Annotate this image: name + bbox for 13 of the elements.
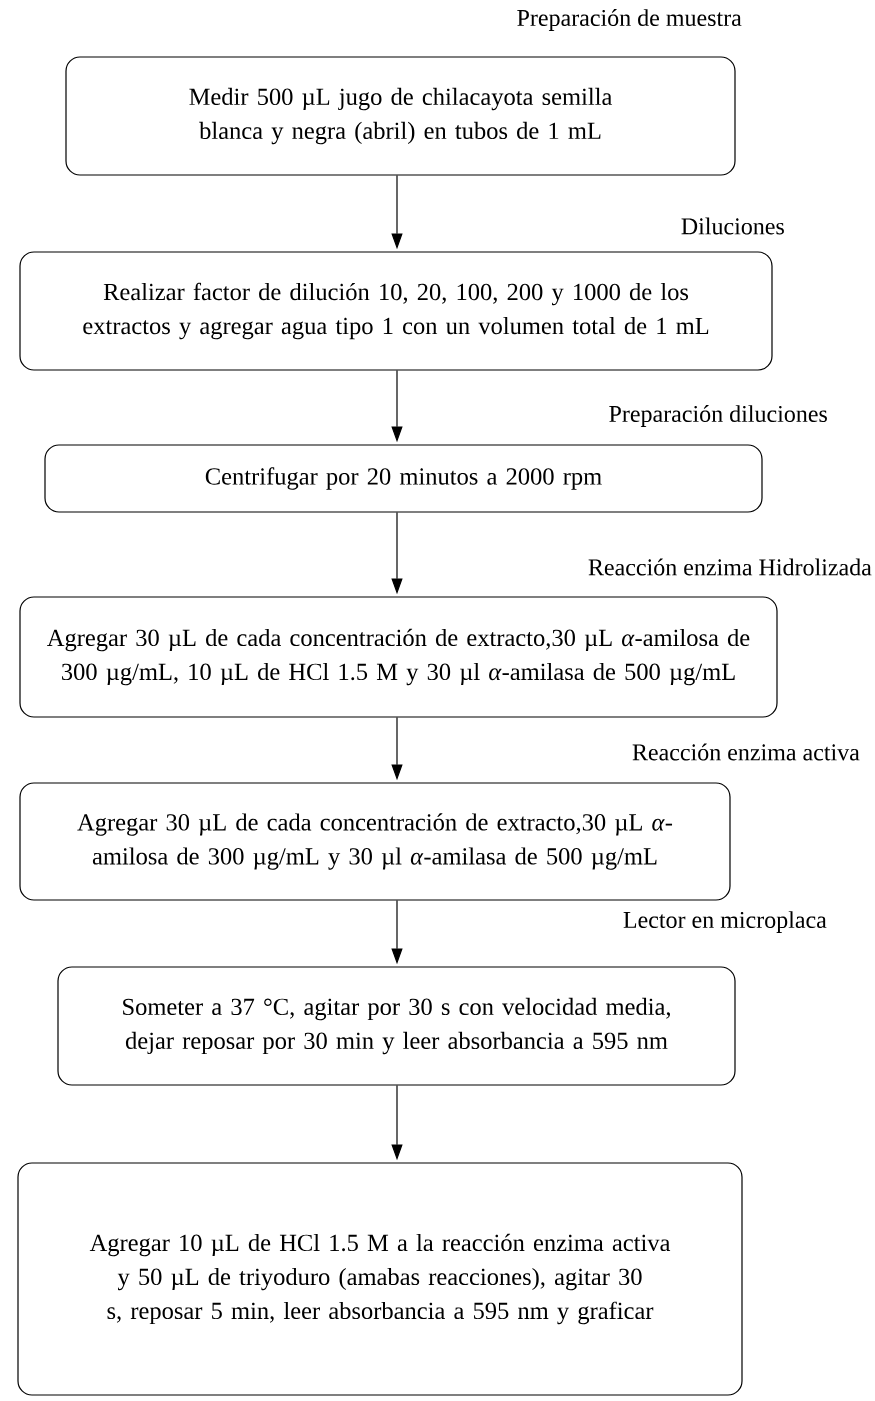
step-heading: Diluciones xyxy=(681,217,784,235)
process-box: Centrifugar por 20 minutos a 2000 rpm xyxy=(44,444,763,513)
process-box: Agregar 30 µL de cada concentración de extracto,30 µL α-amilosa de 300 µg/mL, 10 µL de HCl 1.5 M y 30 µl α-amilasa de 500 µg/mL xyxy=(19,596,778,718)
process-box: Agregar 10 µL de HCl 1.5 M a la reacción enzima activa y 50 µL de triyoduro (amabas reacciones), agitar 30 s, reposar 5 min, leer absorbancia a 595 nm y graficar xyxy=(17,1162,743,1396)
step-heading: Lector en microplaca xyxy=(623,911,827,933)
process-box: Realizar factor de dilución 10, 20, 100, 200 y 1000 de los extractos y agregar agua tipo 1 con un volumen total de 1 mL xyxy=(19,251,773,371)
step-heading: Reacción enzima Hidrolizada xyxy=(588,558,872,576)
step-heading: Preparación diluciones xyxy=(609,405,827,427)
process-box: Someter a 37 °C, agitar por 30 s con velocidad media, dejar reposar por 30 min y leer absorbancia a 595 nm xyxy=(57,966,736,1086)
step-heading: Reacción enzima activa xyxy=(632,743,860,761)
process-box: Agregar 30 µL de cada concentración de extracto,30 µL α-amilosa de 300 µg/mL y 30 µl α-amilasa de 500 µg/mL xyxy=(19,782,731,901)
step-heading: Preparación de muestra xyxy=(517,9,742,31)
process-box: Medir 500 µL jugo de chilacayota semilla blanca y negra (abril) en tubos de 1 mL xyxy=(65,56,736,176)
